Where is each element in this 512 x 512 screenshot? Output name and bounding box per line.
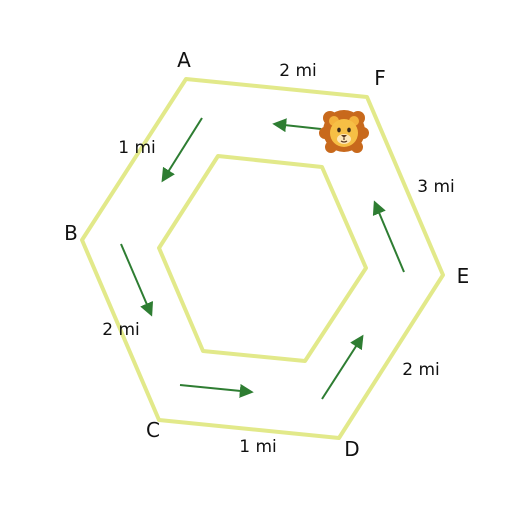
inner-track: [157, 154, 368, 363]
direction-arrow-d-e: [321, 334, 364, 400]
vertex-label-a: A: [177, 48, 191, 72]
edge-label-d-c: 1 mi: [239, 437, 277, 457]
edge-label-a-f: 2 mi: [279, 61, 317, 81]
outer-track: [80, 77, 445, 440]
direction-arrows: [120, 117, 405, 400]
vertex-label-f: F: [374, 66, 386, 90]
vertex-label-c: C: [146, 418, 160, 442]
edge-distance-labels: 2 mi 3 mi 2 mi 1 mi 2 mi 1 mi: [102, 61, 455, 457]
direction-arrow-f-a: [272, 118, 322, 133]
direction-arrow-e-f: [372, 200, 405, 273]
direction-arrow-c-d: [179, 383, 254, 398]
vertex-label-d: D: [344, 437, 359, 461]
edge-label-e-d: 2 mi: [402, 360, 440, 380]
vertex-label-e: E: [457, 264, 470, 288]
vertex-labels: A F E D C B: [64, 48, 469, 461]
edge-label-f-e: 3 mi: [417, 177, 455, 197]
direction-arrow-b-c: [120, 243, 154, 317]
lion-face-icon: [319, 110, 369, 153]
edge-label-b-a: 1 mi: [118, 138, 156, 158]
edge-label-c-b: 2 mi: [102, 320, 140, 340]
direction-arrow-a-b: [161, 117, 203, 183]
vertex-label-b: B: [64, 221, 78, 245]
